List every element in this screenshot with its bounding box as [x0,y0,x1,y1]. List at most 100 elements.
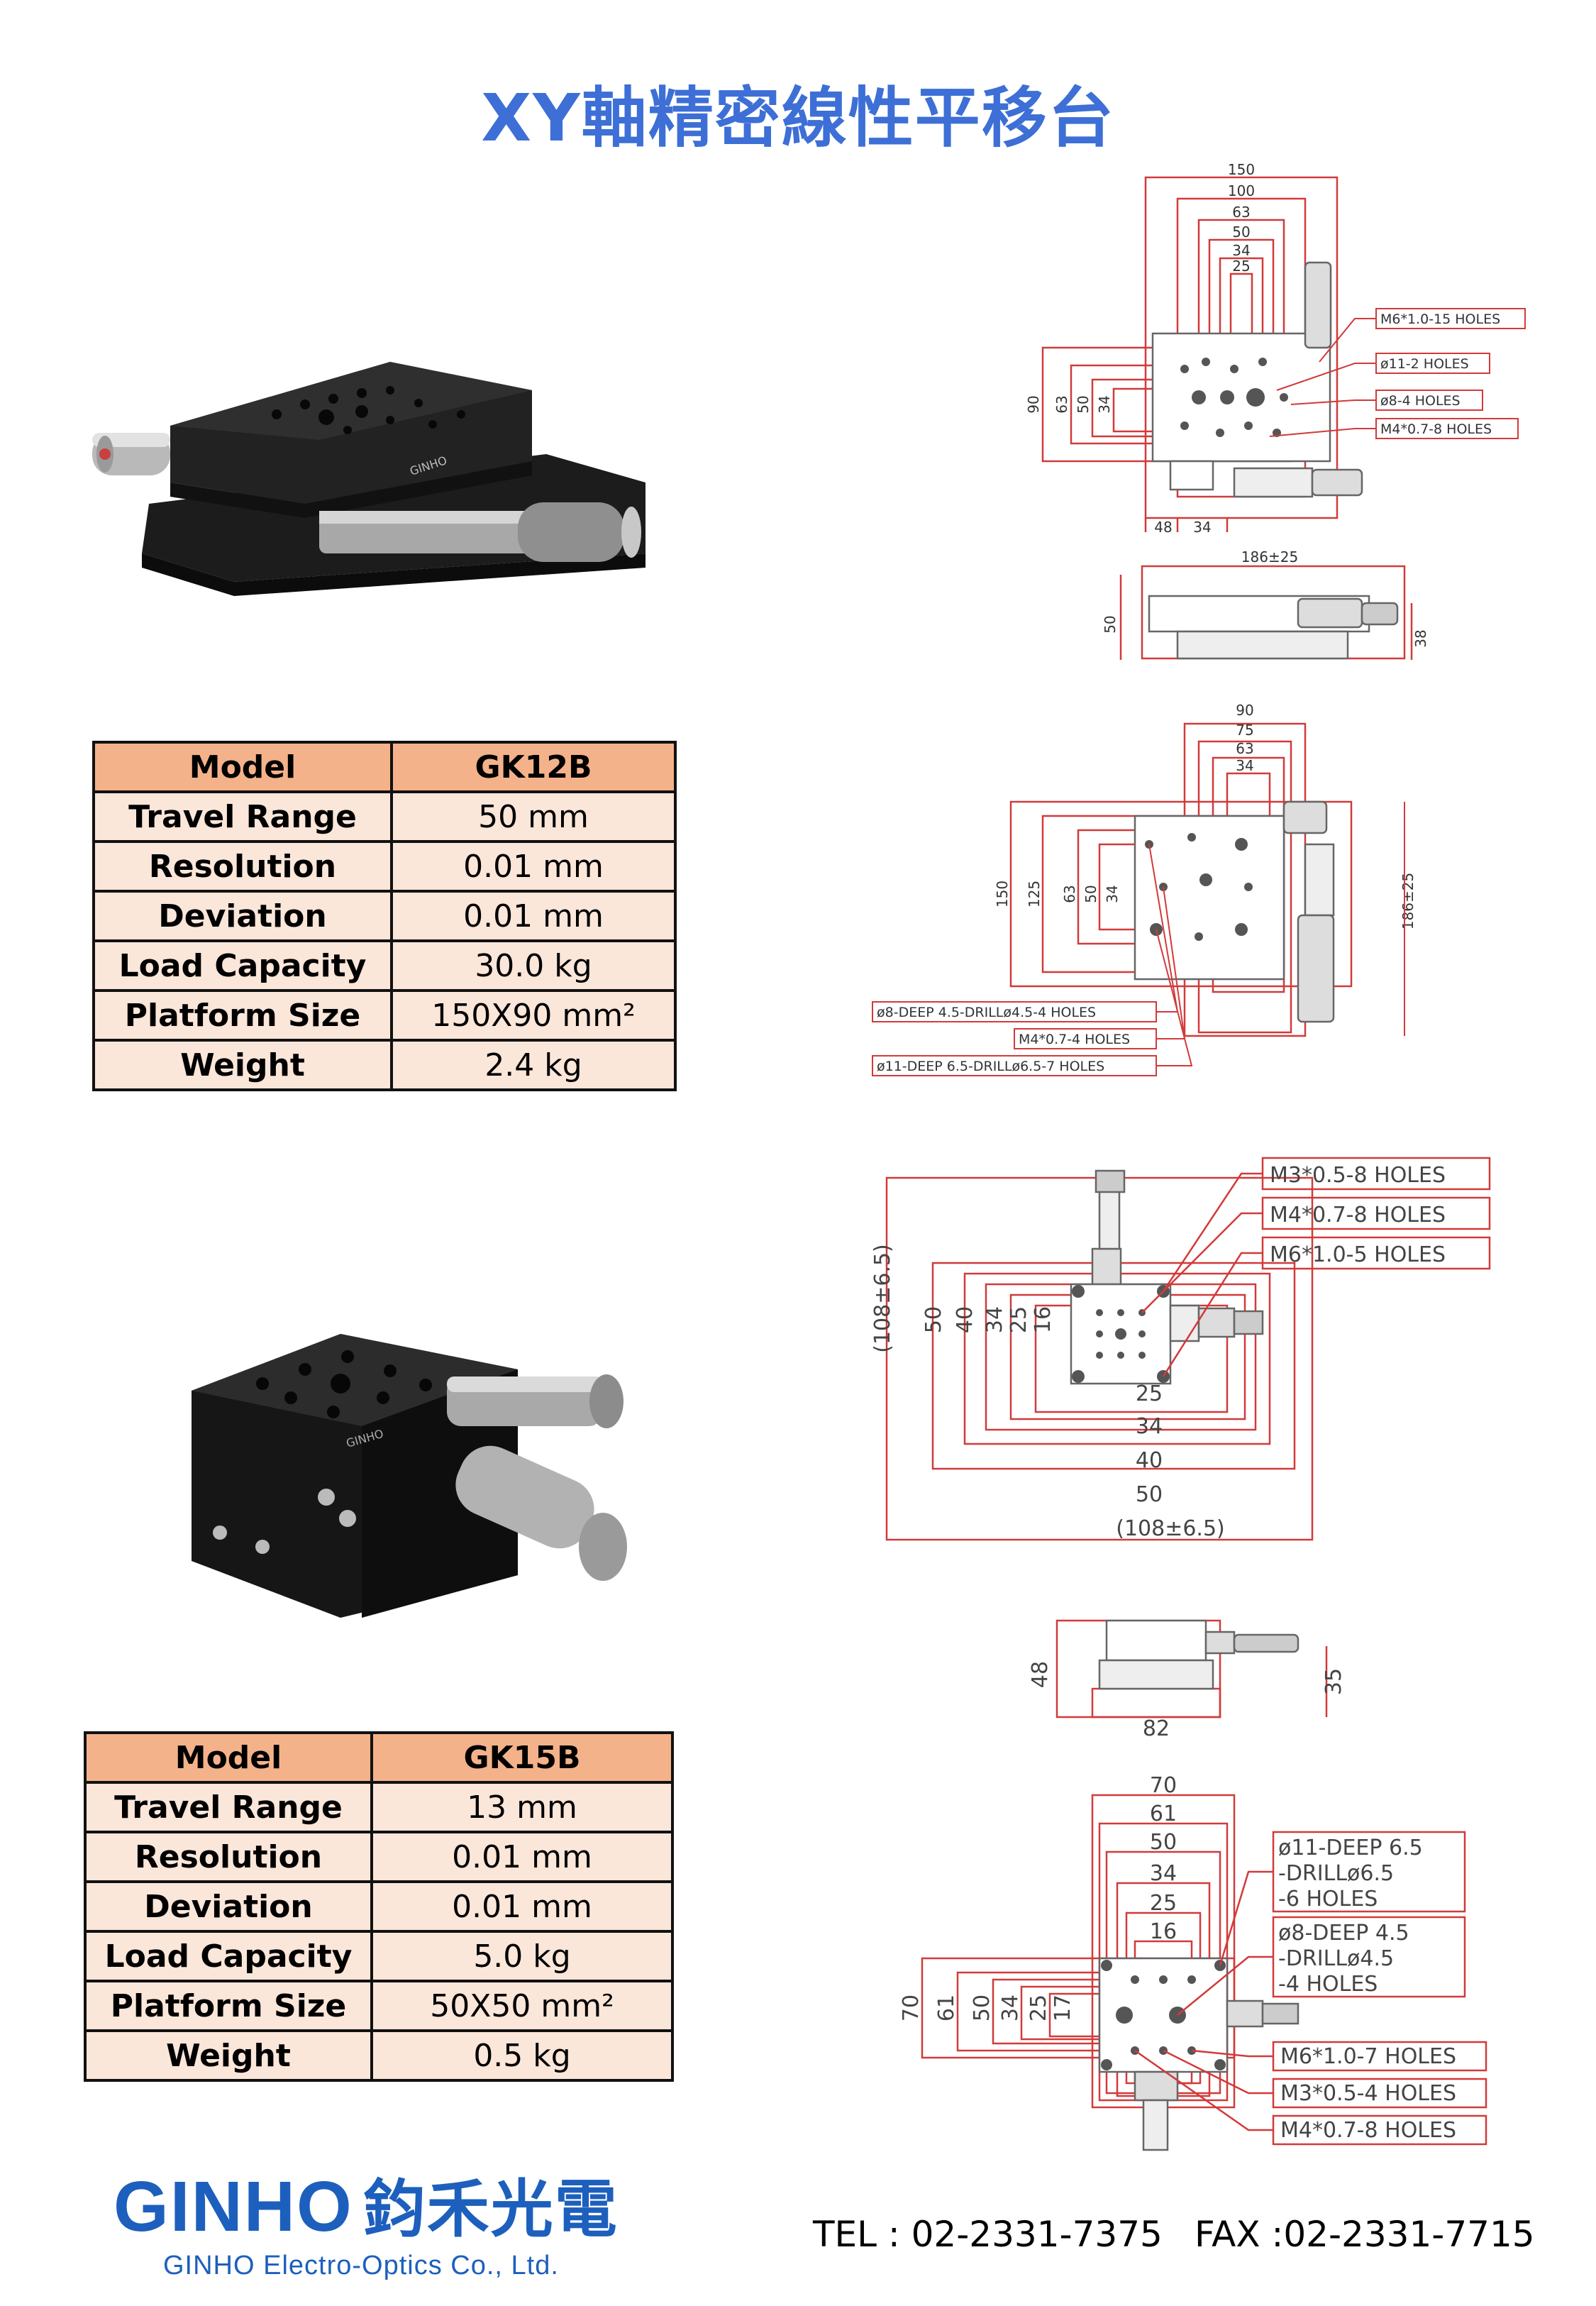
drawing-gk12b-front-view: 90 75 63 34 150 125 63 50 34 186±25 ø8-D… [872,702,1417,1076]
dim-label: 90 [1025,395,1042,413]
page-title: XY軸精密線性平移台 [481,80,1115,156]
table-header-cell: Model [92,741,393,793]
table-value-cell: 150X90 mm² [390,989,677,1042]
callout-label: M6*1.0-5 HOLES [1270,1242,1446,1267]
dim-label: 48 [1028,1661,1053,1688]
table-value-cell: 30.0 kg [390,939,677,992]
dim-label: 50 [970,1995,994,2021]
table-value-cell: 0.01 mm [370,1831,674,1883]
dim-label: 70 [899,1995,924,2021]
callout-label: ø11-2 HOLES [1380,356,1469,372]
logo-subtitle: GINHO Electro-Optics Co., Ltd. [163,2251,559,2280]
callout-label: M4*0.7-4 HOLES [1019,1032,1130,1047]
table-label-cell: Resolution [92,840,393,893]
dim-label: 34 [1096,395,1113,413]
dim-label: 50 [921,1306,946,1333]
dim-label: 150 [994,881,1011,907]
callout-label: M6*1.0-7 HOLES [1280,2044,1456,2069]
dim-label: 34 [1193,519,1211,536]
drawing-gk12b-top-view: 150 100 63 50 34 25 90 63 50 34 48 34 M6… [1025,163,1526,536]
callout-label: ø11-DEEP 6.5 [1278,1836,1423,1860]
drawing-gk15b-side-view: 48 35 82 [1028,1619,1346,1738]
dim-label: 61 [1150,1802,1177,1826]
dim-label: 25 [1007,1306,1031,1333]
dim-label: 125 [1026,881,1043,907]
dim-label: 100 [1228,182,1255,199]
table-label-cell: Deviation [84,1880,373,1933]
product-photo-gk15b: GINHO [192,1334,627,1618]
table-header-cell: Model [84,1731,373,1784]
dim-label: 40 [1136,1448,1163,1473]
dim-label: 70 [1150,1773,1177,1798]
dim-label: 25 [1136,1381,1163,1406]
dim-label: (108±6.5) [870,1244,895,1353]
dim-label: 63 [1232,204,1250,221]
callout-label: ø8-4 HOLES [1380,393,1461,409]
table-value-cell: 5.0 kg [370,1930,674,1982]
callout-label: M3*0.5-8 HOLES [1270,1163,1446,1188]
table-label-cell: Weight [92,1039,393,1091]
table-value-cell: 0.01 mm [390,840,677,893]
callout-label: -6 HOLES [1278,1887,1378,1911]
table-header-cell: GK15B [370,1731,674,1784]
table-value-cell: 0.01 mm [370,1880,674,1933]
dim-label: 25 [1232,258,1250,275]
dim-label: 90 [1236,702,1253,719]
dim-label: 50 [1082,885,1099,903]
callout-label: -4 HOLES [1278,1972,1378,1997]
dim-label: 50 [1150,1830,1177,1855]
callout-label: M4*0.7-8 HOLES [1270,1203,1446,1228]
dim-label: 186±25 [1241,548,1298,566]
dim-label: 48 [1154,519,1172,536]
callout-label: -DRILLø4.5 [1278,1946,1394,1971]
dim-label: 75 [1236,722,1253,739]
dim-label: 17 [1051,1995,1075,2021]
table-label-cell: Load Capacity [92,939,393,992]
dim-label: 34 [1150,1861,1177,1886]
dim-label: 150 [1228,163,1255,178]
dim-label: 16 [1031,1306,1055,1333]
dim-label: 50 [1232,224,1250,241]
table-header-row: Model GK15B [84,1731,674,1784]
table-label-cell: Travel Range [92,790,393,843]
callout-label: ø8-DEEP 4.5-DRILLø4.5-4 HOLES [877,1005,1096,1020]
callout-label: ø8-DEEP 4.5 [1278,1921,1409,1946]
dim-label: 34 [1104,885,1121,903]
dim-label: 61 [934,1995,959,2021]
dim-label: 16 [1150,1919,1177,1944]
table-value-cell: 0.5 kg [370,2029,674,2082]
dim-label: 50 [1075,395,1092,413]
dim-label: 63 [1061,885,1078,903]
callout-label: ø11-DEEP 6.5-DRILLø6.5-7 HOLES [877,1059,1104,1074]
dim-label: 50 [1102,615,1119,633]
table-header-row: Model GK12B [92,741,677,793]
dim-label: 40 [953,1306,977,1333]
table-value-cell: 13 mm [370,1781,674,1833]
drawing-gk15b-bottom-view: 70 61 50 34 25 16 70 61 50 34 25 17 ø11-… [899,1773,1487,2151]
logo-cn-text: 鈞禾光電 [362,2174,619,2244]
callout-label: -DRILLø6.5 [1278,1861,1394,1886]
dim-label: 34 [1136,1414,1163,1439]
drawing-gk12b-side-view: 186±25 50 38 [1102,548,1429,660]
table-label-cell: Platform Size [84,1980,373,2032]
dim-label: 34 [982,1306,1007,1333]
callout-label: M6*1.0-15 HOLES [1380,311,1500,327]
table-label-cell: Platform Size [92,989,393,1042]
drawing-gk15b-top-view: (108±6.5) 50 40 34 25 16 25 34 40 50 (10… [870,1157,1491,1541]
callout-label: M4*0.7-8 HOLES [1380,421,1492,437]
table-header-cell: GK12B [390,741,677,793]
dim-label: 25 [1150,1891,1177,1916]
